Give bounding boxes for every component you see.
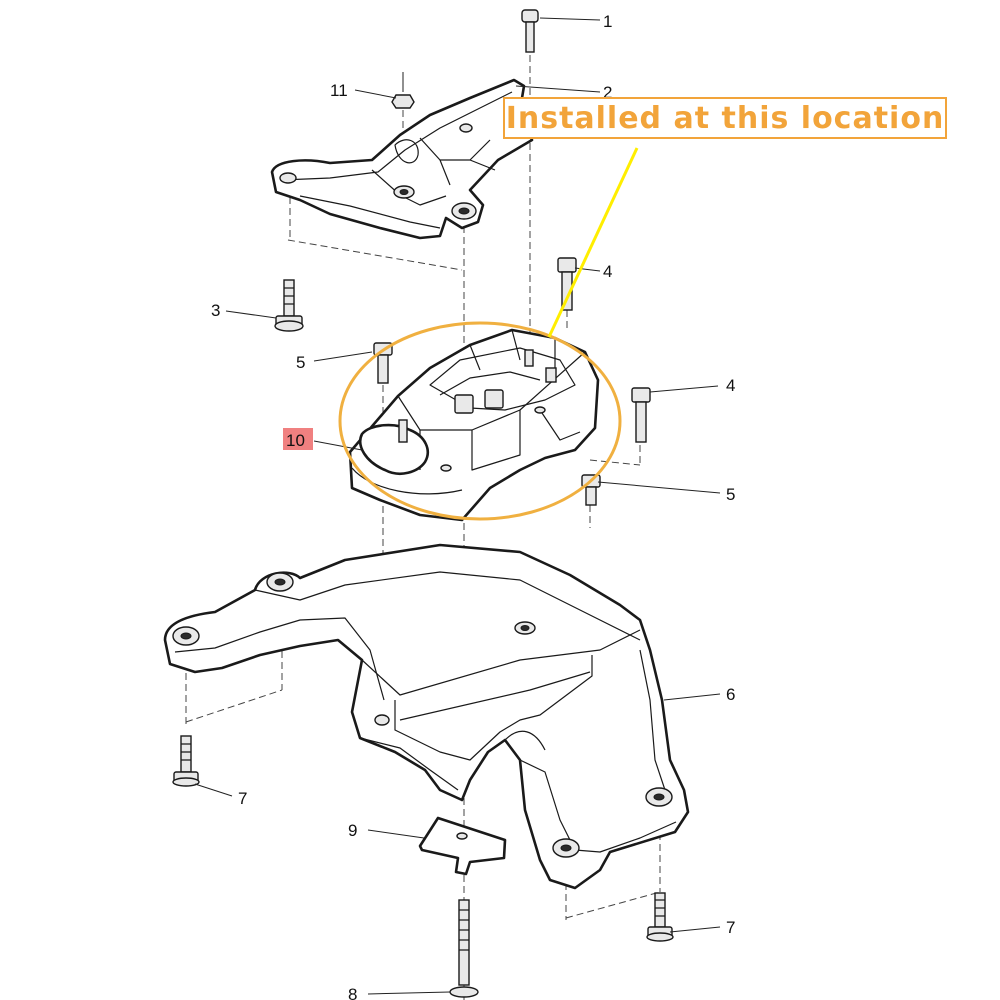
callout-2: 2 (603, 83, 612, 102)
bolt-8-icon (449, 899, 479, 998)
callout-6: 6 (726, 685, 735, 704)
bolt-4-right-icon (631, 387, 651, 443)
highlight-circle (338, 321, 622, 521)
nut-11-icon (391, 72, 415, 109)
callout-4: 4 (603, 262, 612, 281)
callout-5: 5 (296, 353, 305, 372)
leader-lines (194, 17, 721, 995)
engine-mount-10 (348, 328, 600, 522)
callout-8: 8 (348, 985, 357, 1000)
callout-1: 1 (603, 12, 612, 31)
highlight-badge (283, 428, 313, 450)
callout-10: 10 (286, 431, 305, 450)
callout-5: 5 (726, 485, 735, 504)
bolt-7-right-icon (646, 892, 674, 942)
callout-3: 3 (211, 301, 220, 320)
upper-bracket-2 (270, 78, 534, 240)
lower-crossmember-6 (163, 543, 690, 890)
leader-line-yellow (547, 147, 639, 338)
callout-7: 7 (726, 918, 735, 937)
bolt-3-icon (274, 279, 304, 332)
callout-7: 7 (238, 789, 247, 808)
callout-11: 11 (330, 81, 348, 100)
callout-4: 4 (726, 376, 735, 395)
callout-9: 9 (348, 821, 357, 840)
callout-numbers: 1 11 2 4 3 5 4 10 5 6 7 9 7 8 (211, 12, 735, 1000)
bolt-7-left-icon (172, 735, 200, 787)
bracket-9 (418, 816, 507, 876)
callout-label: Installed at this location (503, 97, 947, 139)
bolt-1-icon (521, 9, 539, 53)
